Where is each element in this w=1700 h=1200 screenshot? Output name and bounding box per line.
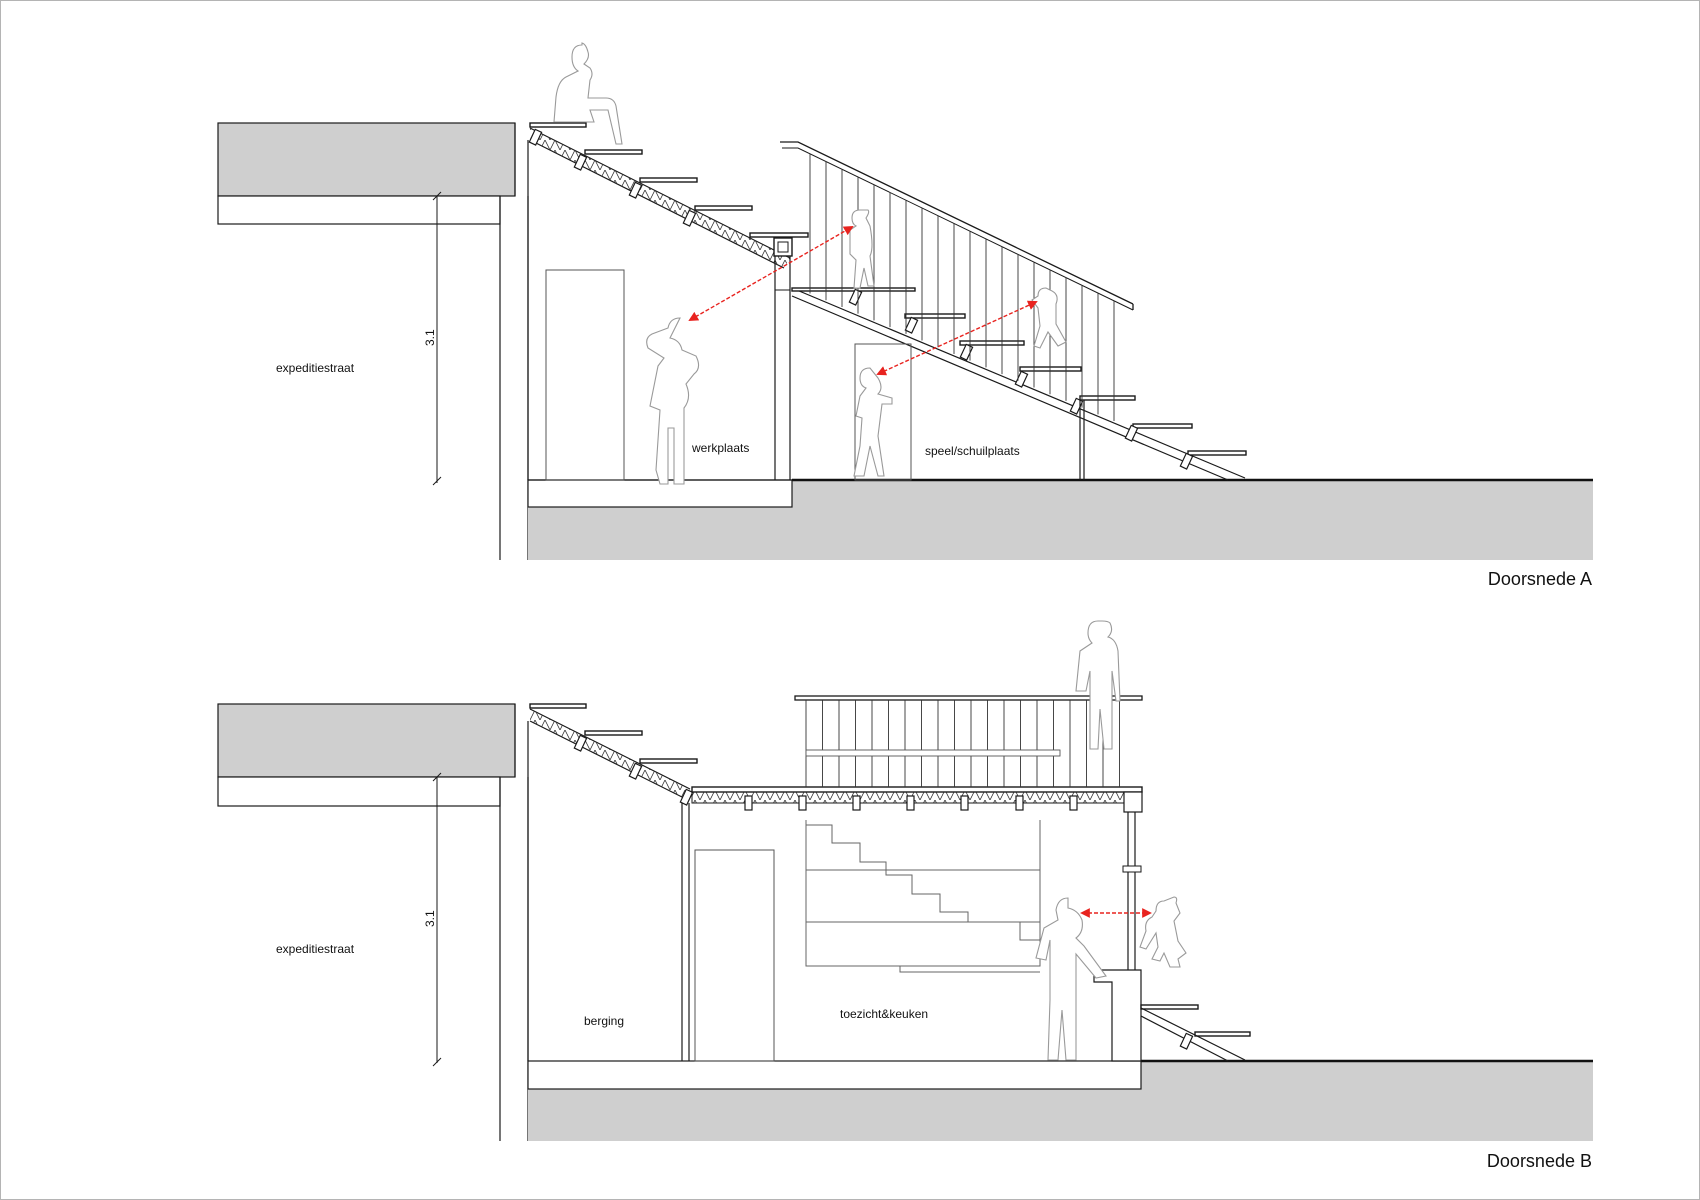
section-a: expeditiestraat werkplaats speel/schuilp… <box>217 42 1593 589</box>
room-label-speel: speel/schuilplaats <box>925 444 1020 458</box>
room-label-toezicht: toezicht&keuken <box>840 1007 928 1021</box>
section-title-a: Doorsnede A <box>1488 569 1592 589</box>
roof-slab-a <box>217 122 516 197</box>
section-title-b: Doorsnede B <box>1487 1151 1592 1171</box>
street-label-a: expeditiestraat <box>276 361 355 375</box>
height-dimension-b: 3.1 <box>423 910 437 927</box>
height-dimension-a: 3.1 <box>423 329 437 346</box>
room-label-werkplaats: werkplaats <box>691 441 749 455</box>
ground-b <box>528 1061 1593 1141</box>
person-silhouettes-a <box>553 42 1067 485</box>
roof-slab-b <box>217 703 516 778</box>
room-label-berging: berging <box>584 1014 624 1028</box>
person-silhouettes-b <box>1035 620 1187 1061</box>
section-b: expeditiestraat berging toezicht&keuken … <box>217 620 1593 1171</box>
ceiling-beam-a <box>217 195 501 225</box>
street-label-b: expeditiestraat <box>276 942 355 956</box>
ground-a <box>528 480 1593 560</box>
ceiling-beam-b <box>217 776 501 807</box>
